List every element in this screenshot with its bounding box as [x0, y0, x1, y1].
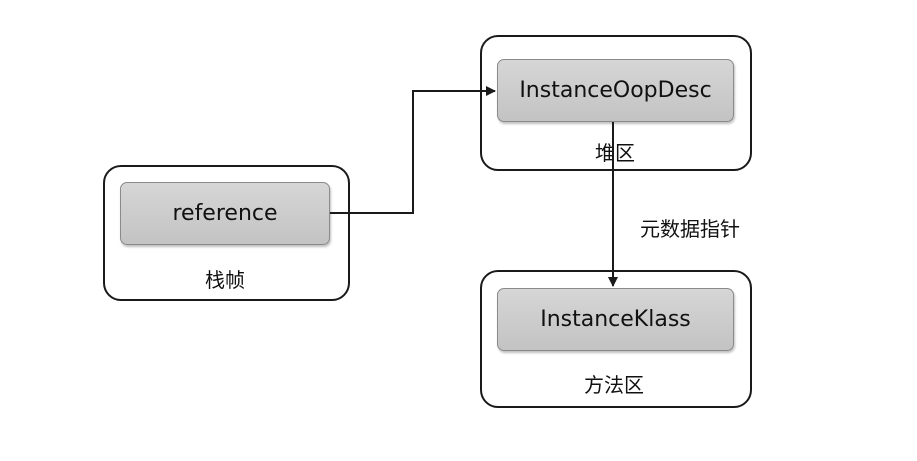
stack-frame-label: 栈帧: [205, 268, 245, 292]
reference-node: reference: [120, 182, 330, 245]
heap-label: 堆区: [595, 141, 635, 165]
instance-klass-node: InstanceKlass: [497, 288, 734, 351]
instance-oop-desc-node: InstanceOopDesc: [497, 59, 734, 122]
method-area-label: 方法区: [584, 373, 644, 397]
reference-to-oop-arrow: [330, 86, 496, 214]
metadata-pointer-label: 元数据指针: [640, 217, 740, 241]
